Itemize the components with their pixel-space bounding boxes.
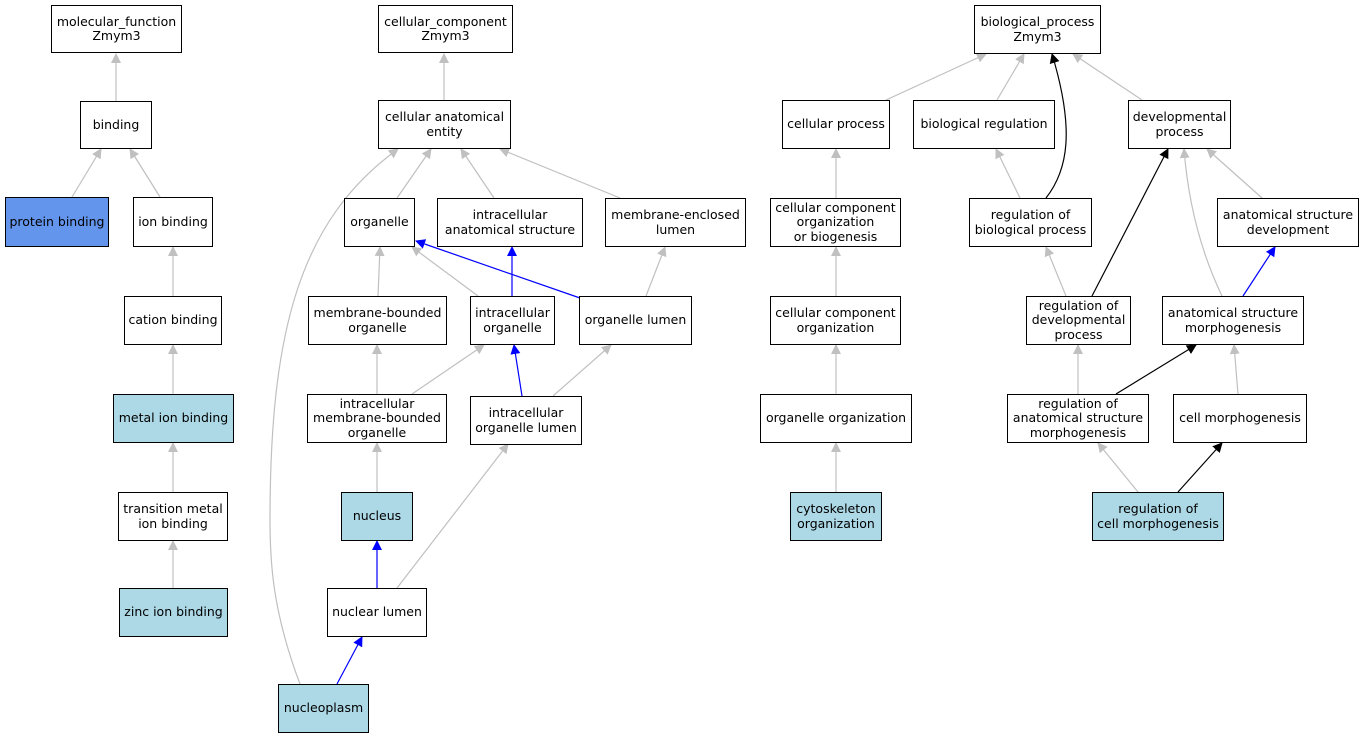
node-ion-binding[interactable]: ion binding [133,197,213,247]
edge-imbo-to-io [411,344,485,395]
node-transition-metal-ion-binding[interactable]: transition metal ion binding [118,492,228,541]
edge-nucleoplasm-to-nuclear-lumen [336,636,363,685]
node-membrane-enclosed-lumen[interactable]: membrane-enclosed lumen [605,198,746,247]
edge-nucleoplasm-to-cae [269,148,399,685]
edge-mel-to-cae [499,147,621,199]
node-anatomical-structure-development[interactable]: anatomical structure development [1217,198,1359,247]
node-intracellular-anatomical-structure[interactable]: intracellular anatomical structure [437,198,583,247]
node-cation-binding[interactable]: cation binding [124,296,222,345]
node-anatomical-structure-morphogenesis[interactable]: anatomical structure morphogenesis [1162,296,1304,345]
edge-rdp-to-dev [1091,148,1169,297]
node-nucleoplasm[interactable]: nucleoplasm [278,684,369,733]
edge-protein-binding-to-binding [71,148,102,198]
edge-rbp-to-bio-reg [995,148,1021,199]
edge-rcm-to-rasm [1097,442,1139,493]
node-intracellular-organelle-lumen[interactable]: intracellular organelle lumen [470,396,582,445]
node-zinc-ion-binding[interactable]: zinc ion binding [119,588,228,637]
edge-bio-reg-to-bp [996,53,1025,101]
node-cytoskeleton-organization[interactable]: cytoskeleton organization [790,492,882,541]
node-protein-binding[interactable]: protein binding [5,197,109,247]
node-nuclear-lumen[interactable]: nuclear lumen [327,588,427,637]
node-membrane-bounded-organelle[interactable]: membrane-bounded organelle [308,296,447,345]
node-metal-ion-binding[interactable]: metal ion binding [113,394,234,443]
edge-io-to-organelle [411,246,479,297]
node-cell-morphogenesis[interactable]: cell morphogenesis [1173,394,1307,443]
node-intracellular-membrane-bounded-organelle[interactable]: intracellular membrane-bounded organelle [307,394,447,443]
edge-iol-to-ol [552,344,612,397]
edge-rbp-to-bp [1045,53,1067,199]
node-cellular-component-organization-or-biogenesis[interactable]: cellular component organization or bioge… [770,198,901,247]
node-organelle-organization[interactable]: organelle organization [760,394,912,443]
node-cellular-process[interactable]: cellular process [782,100,890,149]
edge-ol-to-organelle [415,239,581,299]
edge-dev-to-bp [1072,53,1143,101]
edge-asd-to-dev [1206,148,1263,199]
edge-asm-to-dev [1179,148,1223,297]
node-organelle-lumen[interactable]: organelle lumen [579,296,692,345]
edge-ion-binding-to-binding [129,148,161,198]
node-cellular-component-organization[interactable]: cellular component organization [770,296,901,345]
edge-rcm-to-cm [1177,442,1223,493]
node-biological-regulation[interactable]: biological regulation [913,100,1055,149]
node-regulation-of-anatomical-structure-morphogenesis[interactable]: regulation of anatomical structure morph… [1007,394,1149,443]
node-nucleus[interactable]: nucleus [341,492,413,541]
node-intracellular-organelle[interactable]: intracellular organelle [470,296,555,345]
node-regulation-of-biological-process[interactable]: regulation of biological process [969,198,1092,247]
edge-mbo-to-organelle [374,246,385,297]
edge-iol-to-io [510,344,523,397]
edge-ias-to-cae [460,148,495,199]
edge-organelle-to-cae [396,148,432,199]
node-developmental-process[interactable]: developmental process [1128,100,1231,149]
node-cellular-anatomical-entity[interactable]: cellular anatomical entity [378,100,511,149]
edge-rdp-to-rbp [1044,246,1067,297]
node-binding[interactable]: binding [80,101,152,149]
edge-ol-to-mel [645,246,667,297]
node-molecular-function[interactable]: molecular_function Zmym3 [51,5,182,53]
node-regulation-of-cell-morphogenesis[interactable]: regulation of cell morphogenesis [1092,492,1224,541]
edge-cellular-process-to-bp [885,53,987,101]
edge-cm-to-asm [1229,344,1240,395]
edge-rasm-to-asm [1115,344,1197,395]
edge-nuclear-lumen-to-iol [396,443,509,589]
edge-asm-to-asd [1242,246,1276,297]
node-cellular-component[interactable]: cellular_component Zmym3 [378,5,513,53]
node-regulation-of-developmental-process[interactable]: regulation of developmental process [1026,296,1131,345]
node-biological-process[interactable]: biological_process Zmym3 [974,5,1101,54]
node-organelle[interactable]: organelle [344,198,415,247]
